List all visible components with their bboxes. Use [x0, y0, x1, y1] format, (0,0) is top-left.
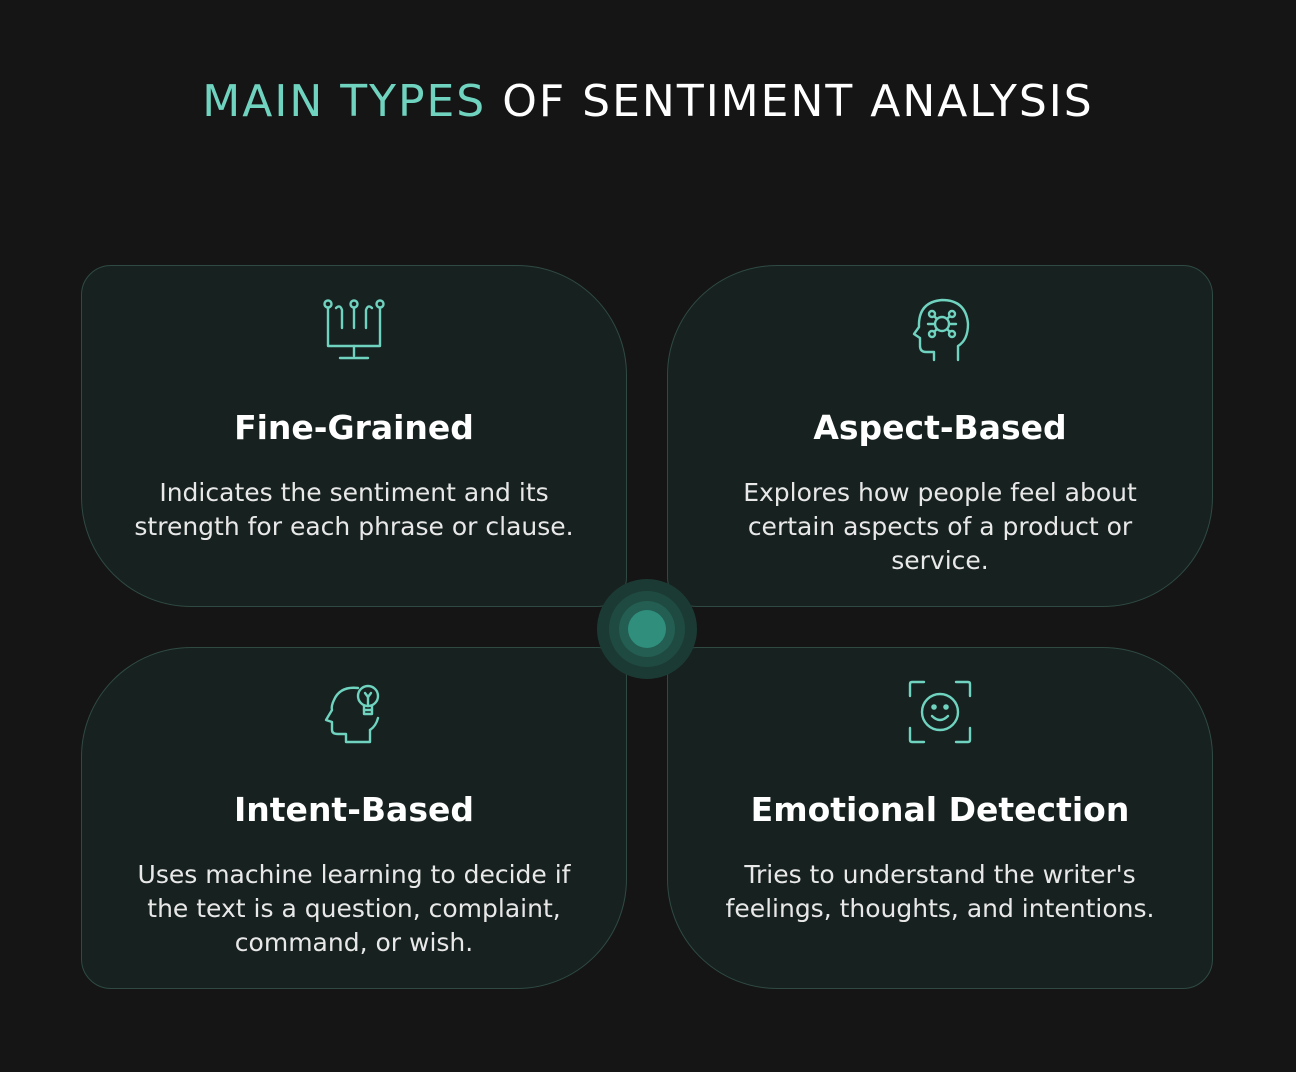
title-rest: OF SENTIMENT ANALYSIS	[502, 76, 1094, 127]
page-title: MAIN TYPES OF SENTIMENT ANALYSIS	[0, 76, 1296, 128]
title-accent: MAIN TYPES	[202, 76, 487, 127]
circuit-monitor-icon	[318, 294, 390, 366]
card-intent-based: Intent-Based Uses machine learning to de…	[81, 647, 627, 989]
face-scan-smile-icon	[904, 676, 976, 748]
card-fine-grained: Fine-Grained Indicates the sentiment and…	[81, 265, 627, 607]
center-hub-dot	[596, 578, 698, 680]
card-description: Tries to understand the writer's feeling…	[725, 860, 1155, 923]
card-title: Aspect-Based	[813, 408, 1067, 447]
card-description: Explores how people feel about certain a…	[743, 478, 1137, 575]
card-description: Indicates the sentiment and its strength…	[134, 478, 574, 541]
card-title: Fine-Grained	[234, 408, 474, 447]
card-description: Uses machine learning to decide if the t…	[137, 860, 571, 957]
ai-head-icon	[904, 294, 976, 366]
card-aspect-based: Aspect-Based Explores how people feel ab…	[667, 265, 1213, 607]
card-emotional-detection: Emotional Detection Tries to understand …	[667, 647, 1213, 989]
card-title: Emotional Detection	[750, 790, 1130, 829]
card-title: Intent-Based	[234, 790, 474, 829]
head-lightbulb-icon	[318, 676, 390, 748]
